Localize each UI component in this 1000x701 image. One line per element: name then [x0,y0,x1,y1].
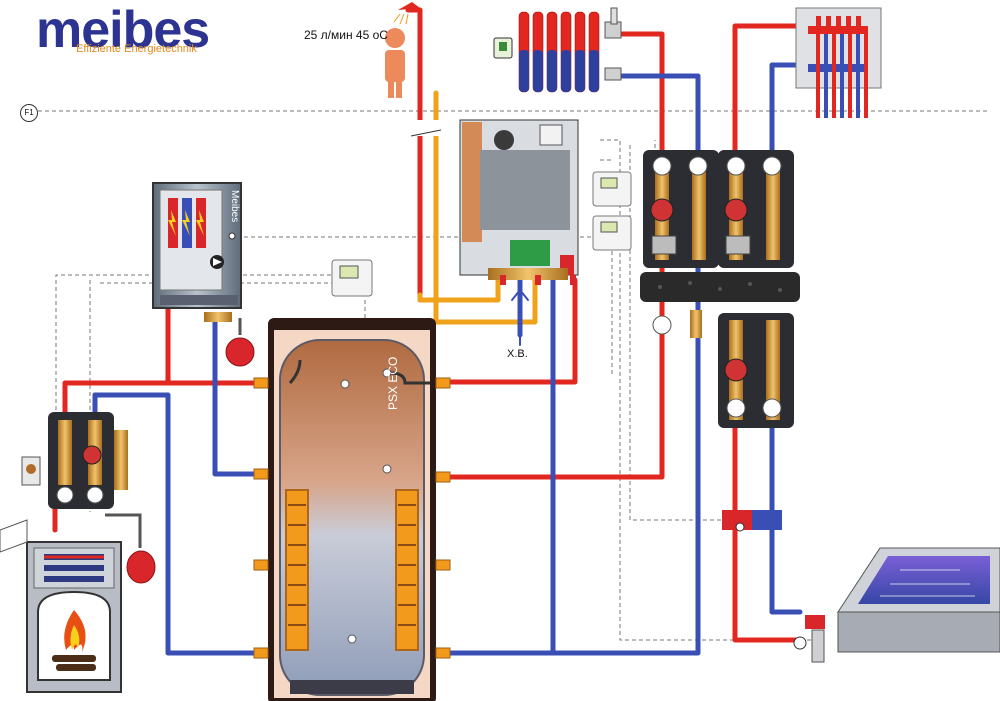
line-f1-label: F1 [20,104,38,122]
wall-boiler [152,182,242,309]
shower-person [385,2,442,137]
boiler-brand-label: Meibes [229,190,240,223]
cold-water-label: Х.В. [507,348,528,360]
boiler-pump-group [48,412,128,509]
pool-heat-exchanger [722,510,782,532]
shower-flow-label: 25 л/мин 45 оС [304,28,388,42]
radiator [493,7,622,93]
floor-heating-manifold [795,7,882,118]
expansion-vessel-lower [105,513,156,584]
buffer-tank [253,318,451,701]
brand-logo: meibes [36,1,210,59]
solid-fuel-boiler [0,456,122,693]
dhw-pipes [417,90,538,325]
brand-tagline: Effiziente Energietechnik [76,43,197,55]
room-controllers [331,171,632,297]
fresh-water-station [459,119,579,285]
cold-water-arrow [511,289,529,346]
pump-groups-upper [643,150,794,268]
swimming-pool [793,547,1000,663]
tank-model-label: PSX ECO [386,356,400,410]
pump-group-lower [718,313,794,428]
hydraulic-manifold [640,272,800,338]
expansion-vessel-upper [204,312,255,367]
